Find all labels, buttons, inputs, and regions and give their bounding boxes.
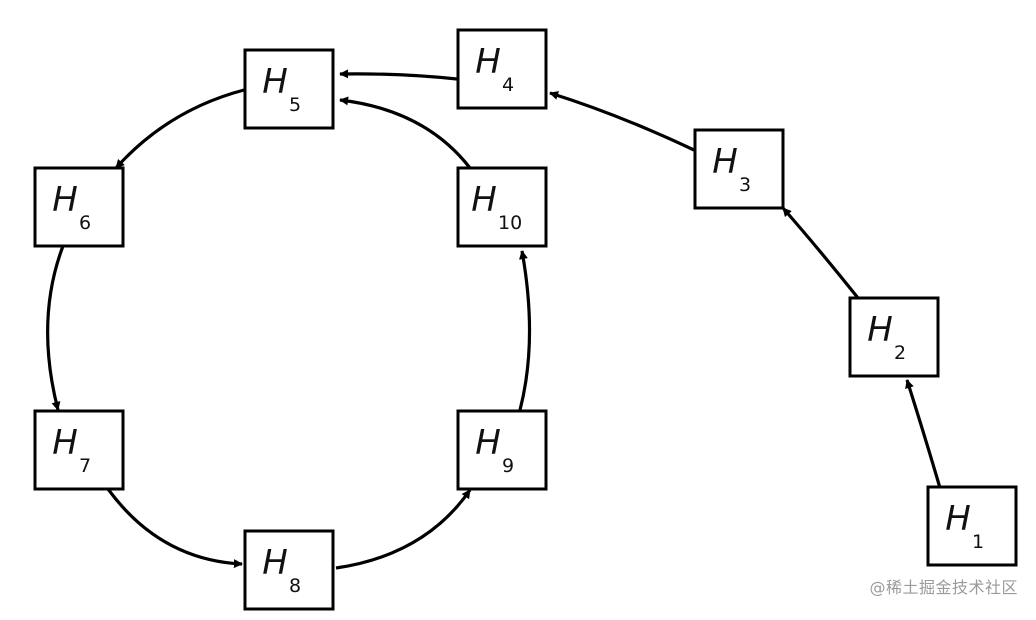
node-h8: H8 (243, 529, 335, 611)
node-subscript: 9 (502, 455, 514, 477)
node-box (243, 529, 335, 611)
node-box (456, 166, 548, 248)
node-box (33, 409, 125, 491)
node-label: H (475, 42, 501, 82)
node-label: H (52, 423, 78, 463)
node-box (456, 409, 548, 491)
node-box (848, 296, 940, 378)
node-label: H (945, 499, 971, 539)
node-box (33, 166, 125, 248)
node-subscript: 3 (739, 174, 751, 196)
node-label: H (867, 310, 893, 350)
node-subscript: 10 (498, 212, 522, 234)
edge-h8-to-h9 (335, 489, 472, 570)
edge-h6-to-h7 (46, 245, 65, 411)
node-h10: H10 (456, 166, 548, 248)
node-label: H (475, 423, 501, 463)
node-h2: H2 (848, 296, 940, 378)
node-subscript: 6 (79, 212, 91, 234)
node-label: H (52, 180, 78, 220)
node-box (456, 28, 548, 110)
node-box (926, 485, 1018, 567)
edge-h10-to-h5 (339, 96, 472, 169)
edge-h1-to-h2 (905, 379, 942, 489)
edges-layer (46, 69, 942, 570)
node-label: H (262, 543, 288, 583)
node-h6: H6 (33, 166, 125, 248)
node-h1: H1 (926, 485, 1018, 567)
edge-h5-to-h6 (114, 88, 245, 170)
node-label: H (471, 180, 497, 220)
node-label: H (262, 62, 288, 102)
edge-h9-to-h10 (518, 250, 532, 411)
node-subscript: 5 (289, 94, 301, 116)
node-subscript: 1 (972, 531, 984, 553)
node-subscript: 7 (79, 455, 91, 477)
node-box (243, 48, 335, 130)
edge-h3-to-h4 (549, 91, 695, 152)
node-subscript: 8 (289, 575, 301, 597)
node-h4: H4 (456, 28, 548, 110)
watermark: @稀土掘金技术社区 (869, 578, 1018, 597)
node-h9: H9 (456, 409, 548, 491)
edge-h4-to-h5 (339, 69, 458, 81)
edge-h2-to-h3 (781, 206, 860, 299)
edge-h7-to-h8 (106, 488, 243, 569)
node-subscript: 2 (894, 342, 906, 364)
node-h7: H7 (33, 409, 125, 491)
node-h5: H5 (243, 48, 335, 130)
node-h3: H3 (693, 128, 785, 210)
node-subscript: 4 (502, 74, 514, 96)
node-box (693, 128, 785, 210)
node-label: H (712, 142, 738, 182)
